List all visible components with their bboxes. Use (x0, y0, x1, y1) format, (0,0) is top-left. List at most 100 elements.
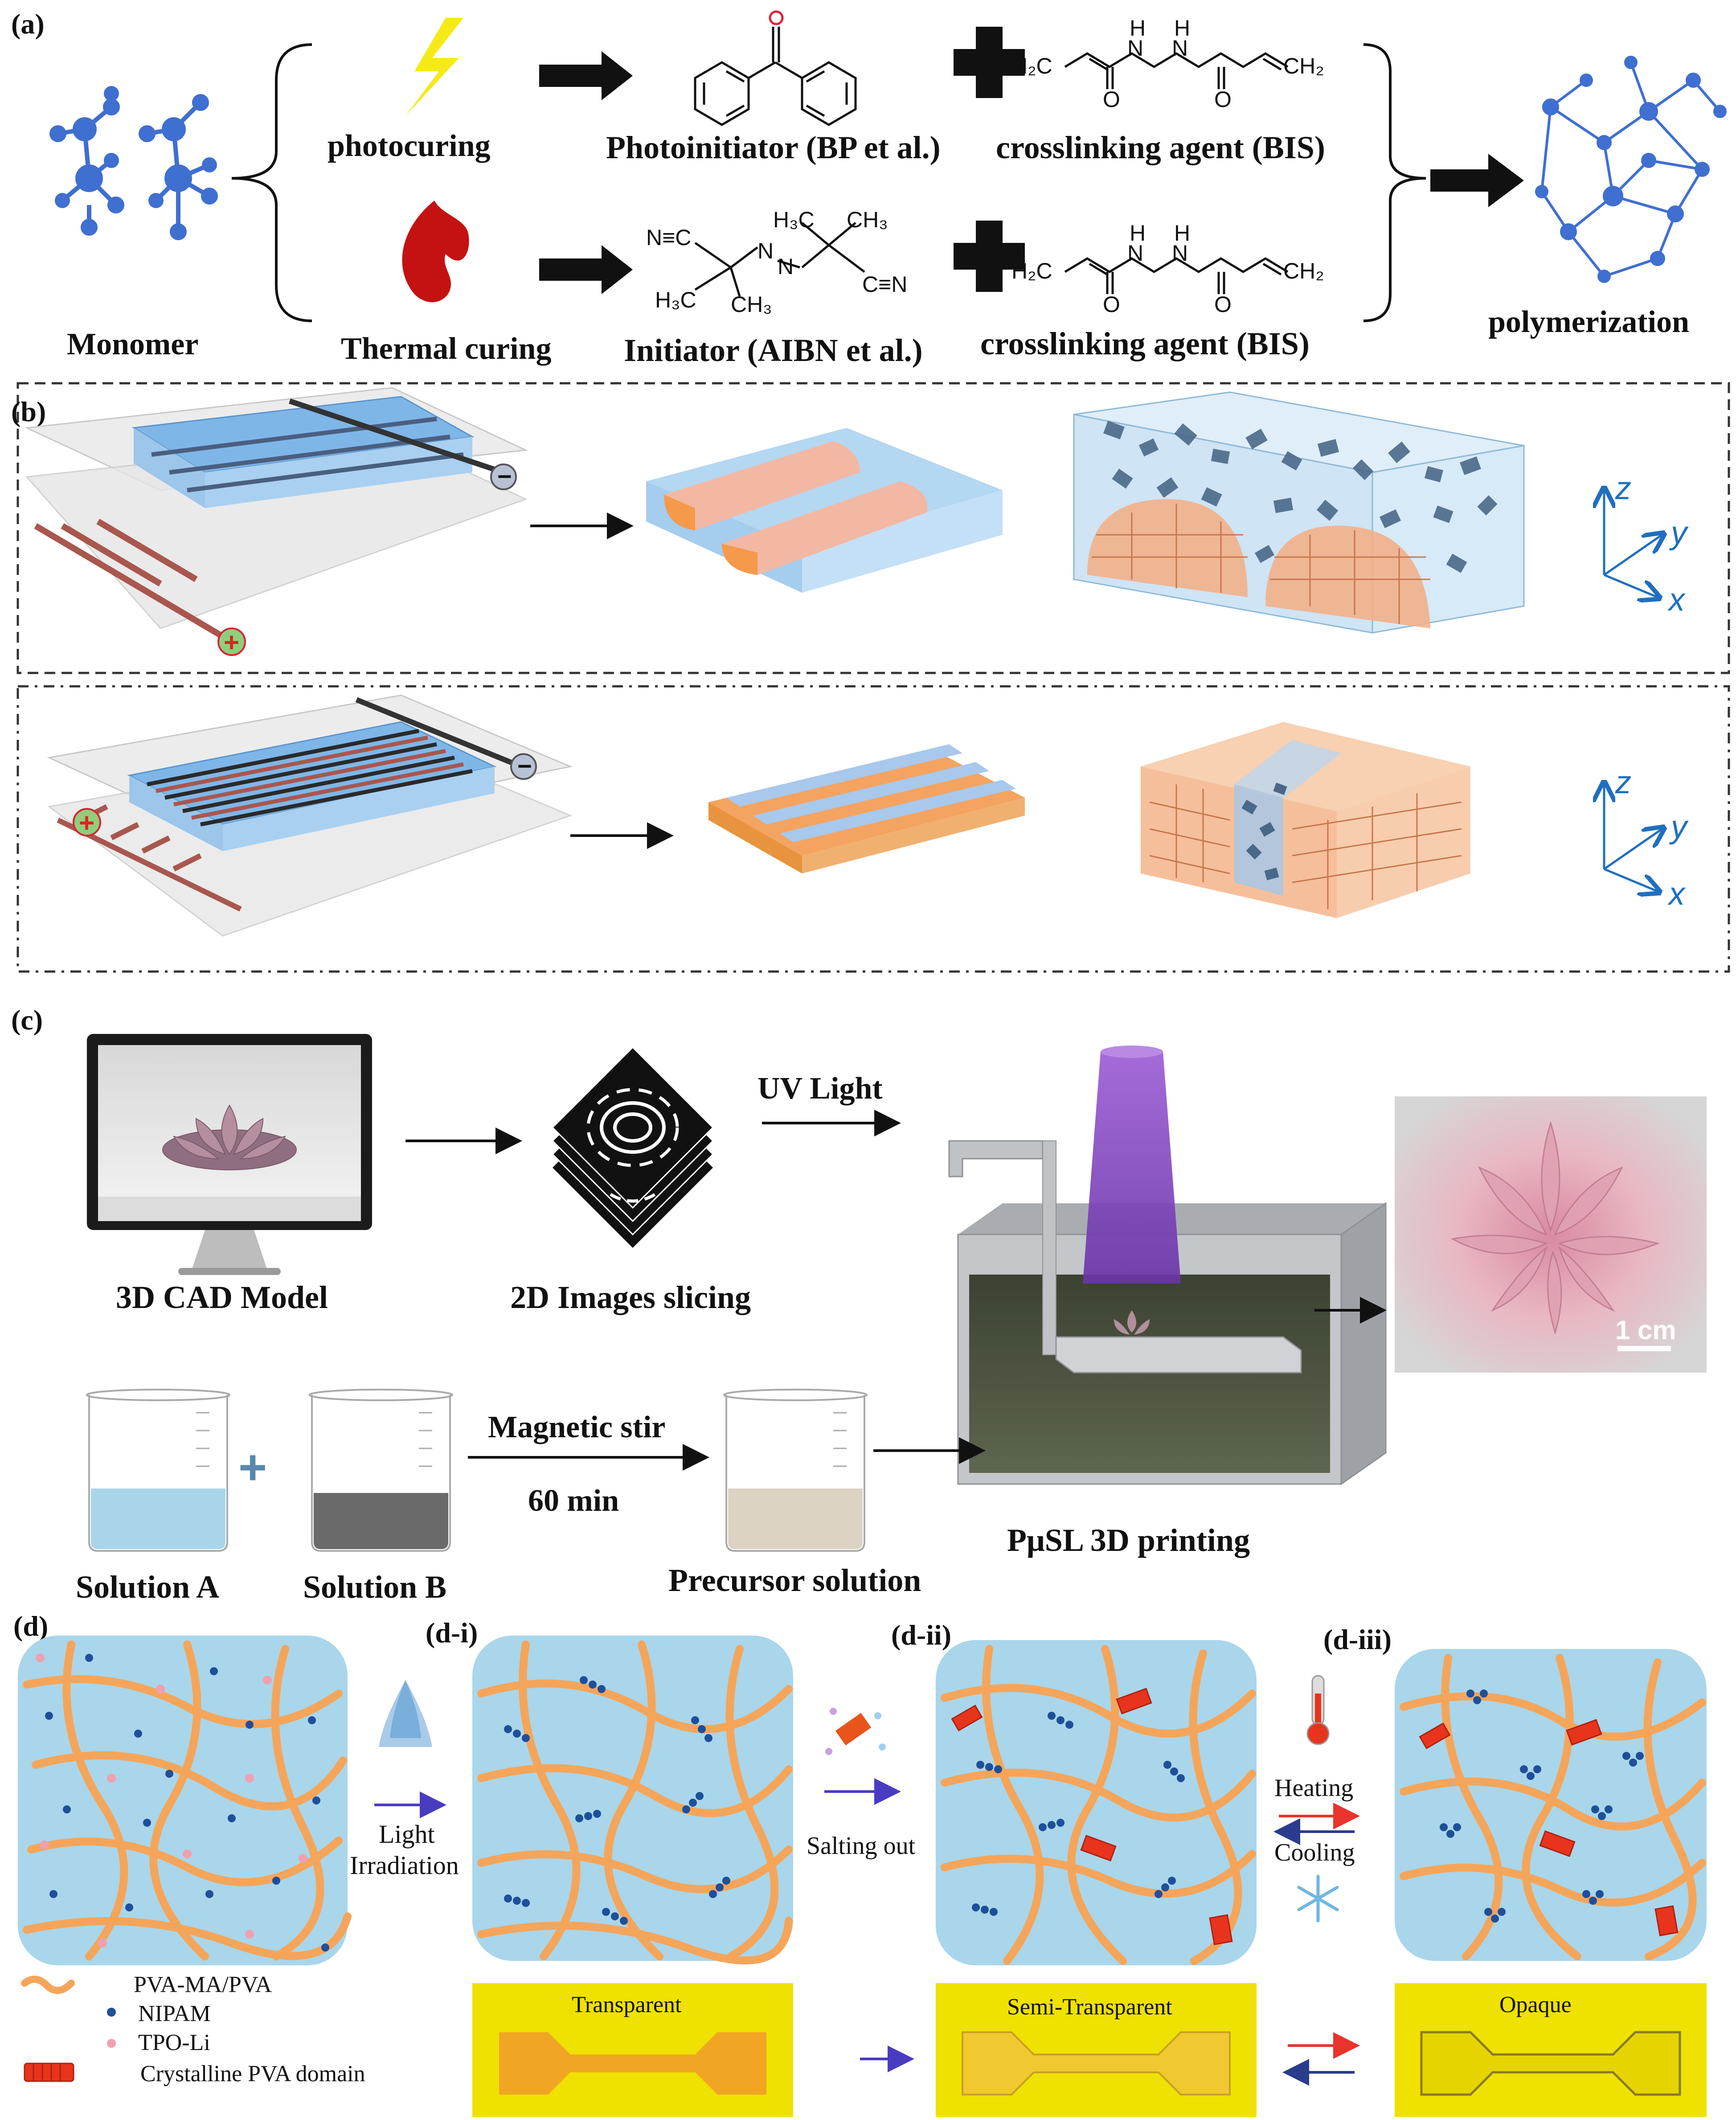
minus-sign: − (517, 752, 532, 780)
chem-h: H (1130, 221, 1146, 246)
panel-d-label: (d) (13, 1610, 48, 1642)
positive-terminal-icon (73, 808, 101, 837)
chem-ch3-top: CH₃ (847, 207, 888, 232)
thermal-curing-label: Thermal curing (341, 332, 551, 366)
panel-d: (d) (d-i) (d-ii) (d-iii) (13, 1610, 1707, 2117)
panel-di-label: (d-i) (426, 1617, 478, 1648)
chem-o: O (1214, 87, 1232, 112)
chem-h: H (1174, 16, 1190, 41)
plus-sign-c: + (238, 1440, 267, 1495)
chem-o: O (1103, 292, 1120, 317)
arrow-bottom (539, 245, 633, 294)
panel-b-label: (b) (11, 396, 46, 427)
axis-x-label: x (1667, 876, 1686, 912)
monomer-molecule-icon (49, 86, 218, 240)
axis-z-label: z (1615, 471, 1631, 506)
plus-sign: + (224, 627, 239, 657)
electrode-device-top: − + (24, 387, 528, 657)
aibn-structure: N≡C N N H₃C CH₃ H₃C CH₃ C≡N (646, 207, 907, 317)
magnetic-stir-label: Magnetic stir (488, 1410, 665, 1444)
chem-h: H (1174, 221, 1190, 246)
hydrogel-network-d (18, 1636, 352, 1965)
plus-icon (954, 27, 1025, 98)
printing-label: PμSL 3D printing (1007, 1522, 1250, 1558)
panel-a-label: (a) (11, 8, 45, 40)
salting-out-label: Salting out (807, 1832, 916, 1860)
chem-o: O (1214, 292, 1232, 317)
cad-model-label: 3D CAD Model (116, 1279, 328, 1315)
hydrogel-network-dii (936, 1640, 1257, 1965)
hydrogel-network-di (472, 1636, 793, 1965)
uv-beam-icon (1083, 1052, 1181, 1283)
negative-terminal-icon (490, 463, 517, 490)
panel-diii-label: (d-iii) (1323, 1624, 1392, 1655)
legend-nipam-label: NIPAM (138, 2001, 211, 2026)
panel-a: (a) Monomer photocuring Thermal curing (11, 8, 1727, 368)
panel-c-label: (c) (11, 1004, 43, 1036)
negative-terminal-icon (510, 753, 537, 780)
cylinder-gel-block (646, 428, 1003, 593)
solution-a-label: Solution A (76, 1569, 219, 1605)
lotus-model-icon (162, 1104, 297, 1170)
cooling-label: Cooling (1274, 1839, 1355, 1866)
legend-pva-label: PVA-MA/PVA (134, 1972, 272, 1997)
photocuring-label: photocuring (328, 129, 491, 163)
initiator-label: Initiator (AIBN et al.) (624, 332, 923, 368)
light-label: Light (379, 1820, 435, 1849)
positive-terminal-icon (217, 627, 246, 656)
polymerization-label: polymerization (1488, 305, 1689, 339)
sample-photo-transparent: Transparent (472, 1983, 793, 2117)
salt-crystal-icon (825, 1708, 886, 1755)
panel-dii-label: (d-ii) (891, 1619, 951, 1651)
legend-tpo-swatch (107, 2039, 116, 2048)
sample-label-opaque: Opaque (1499, 1992, 1572, 2017)
panel-c: (c) 3D CAD Model (11, 1004, 1707, 1605)
plus-icon (954, 221, 1025, 292)
slicing-label: 2D Images slicing (510, 1279, 751, 1315)
panel-b: (b) − + (11, 382, 1730, 973)
panel-b-top-frame (16, 382, 1730, 674)
benzophenone-structure (694, 10, 857, 126)
arrow-polymerization (1430, 154, 1524, 207)
polymer-network-icon (1535, 56, 1727, 283)
sample-label-semi-transparent: Semi-Transparent (1007, 1994, 1172, 2020)
chem-o: O (1103, 87, 1120, 112)
chem-n: N (1127, 36, 1143, 61)
pusl-printer-icon (929, 1046, 1397, 1509)
legend-crystal-label: Crystalline PVA domain (140, 2061, 365, 2087)
flame-icon (402, 201, 469, 303)
irradiation-label: Irradiation (350, 1851, 459, 1880)
thermometer-icon (1306, 1675, 1330, 1745)
legend-crystal-swatch (24, 2063, 74, 2082)
chem-ch2: CH₂ (1283, 53, 1324, 78)
electrode-device-bottom: − + (47, 694, 573, 937)
axis-y-label: y (1669, 515, 1689, 551)
striped-gel-block (708, 744, 1025, 873)
platelet-block-bottom (1141, 722, 1470, 918)
sample-label-transparent: Transparent (572, 1992, 682, 2017)
heating-label: Heating (1274, 1774, 1353, 1802)
bis-structure-top: H₂C H N H N O O CH₂ (1011, 16, 1324, 112)
image-slices-icon (551, 1046, 714, 1248)
chem-n: N (778, 254, 794, 279)
axes-icon-bottom (1604, 784, 1662, 891)
photoinitiator-label: Photoinitiator (BP et al.) (606, 130, 941, 165)
precursor-label: Precursor solution (668, 1562, 921, 1598)
sample-photo-semi-transparent: Semi-Transparent (936, 1983, 1257, 2117)
panel-b-bottom-frame (16, 685, 1730, 973)
chem-n: N (1172, 36, 1188, 61)
crosslinker-top-label: crosslinking agent (BIS) (996, 130, 1325, 165)
chem-n: N (757, 238, 774, 263)
chem-ch2: CH₂ (1283, 258, 1324, 283)
right-brace (1363, 43, 1426, 322)
chem-h2c: H₂C (1011, 258, 1052, 283)
uv-light-label: UV Light (757, 1071, 883, 1106)
minus-sign: − (497, 462, 512, 490)
legend-nipam-swatch (107, 2008, 116, 2017)
time-label: 60 min (528, 1484, 619, 1518)
left-brace (231, 43, 312, 322)
chem-cn: C≡N (862, 272, 907, 297)
light-spray-icon (379, 1680, 432, 1747)
axes-icon-top (1604, 490, 1662, 597)
